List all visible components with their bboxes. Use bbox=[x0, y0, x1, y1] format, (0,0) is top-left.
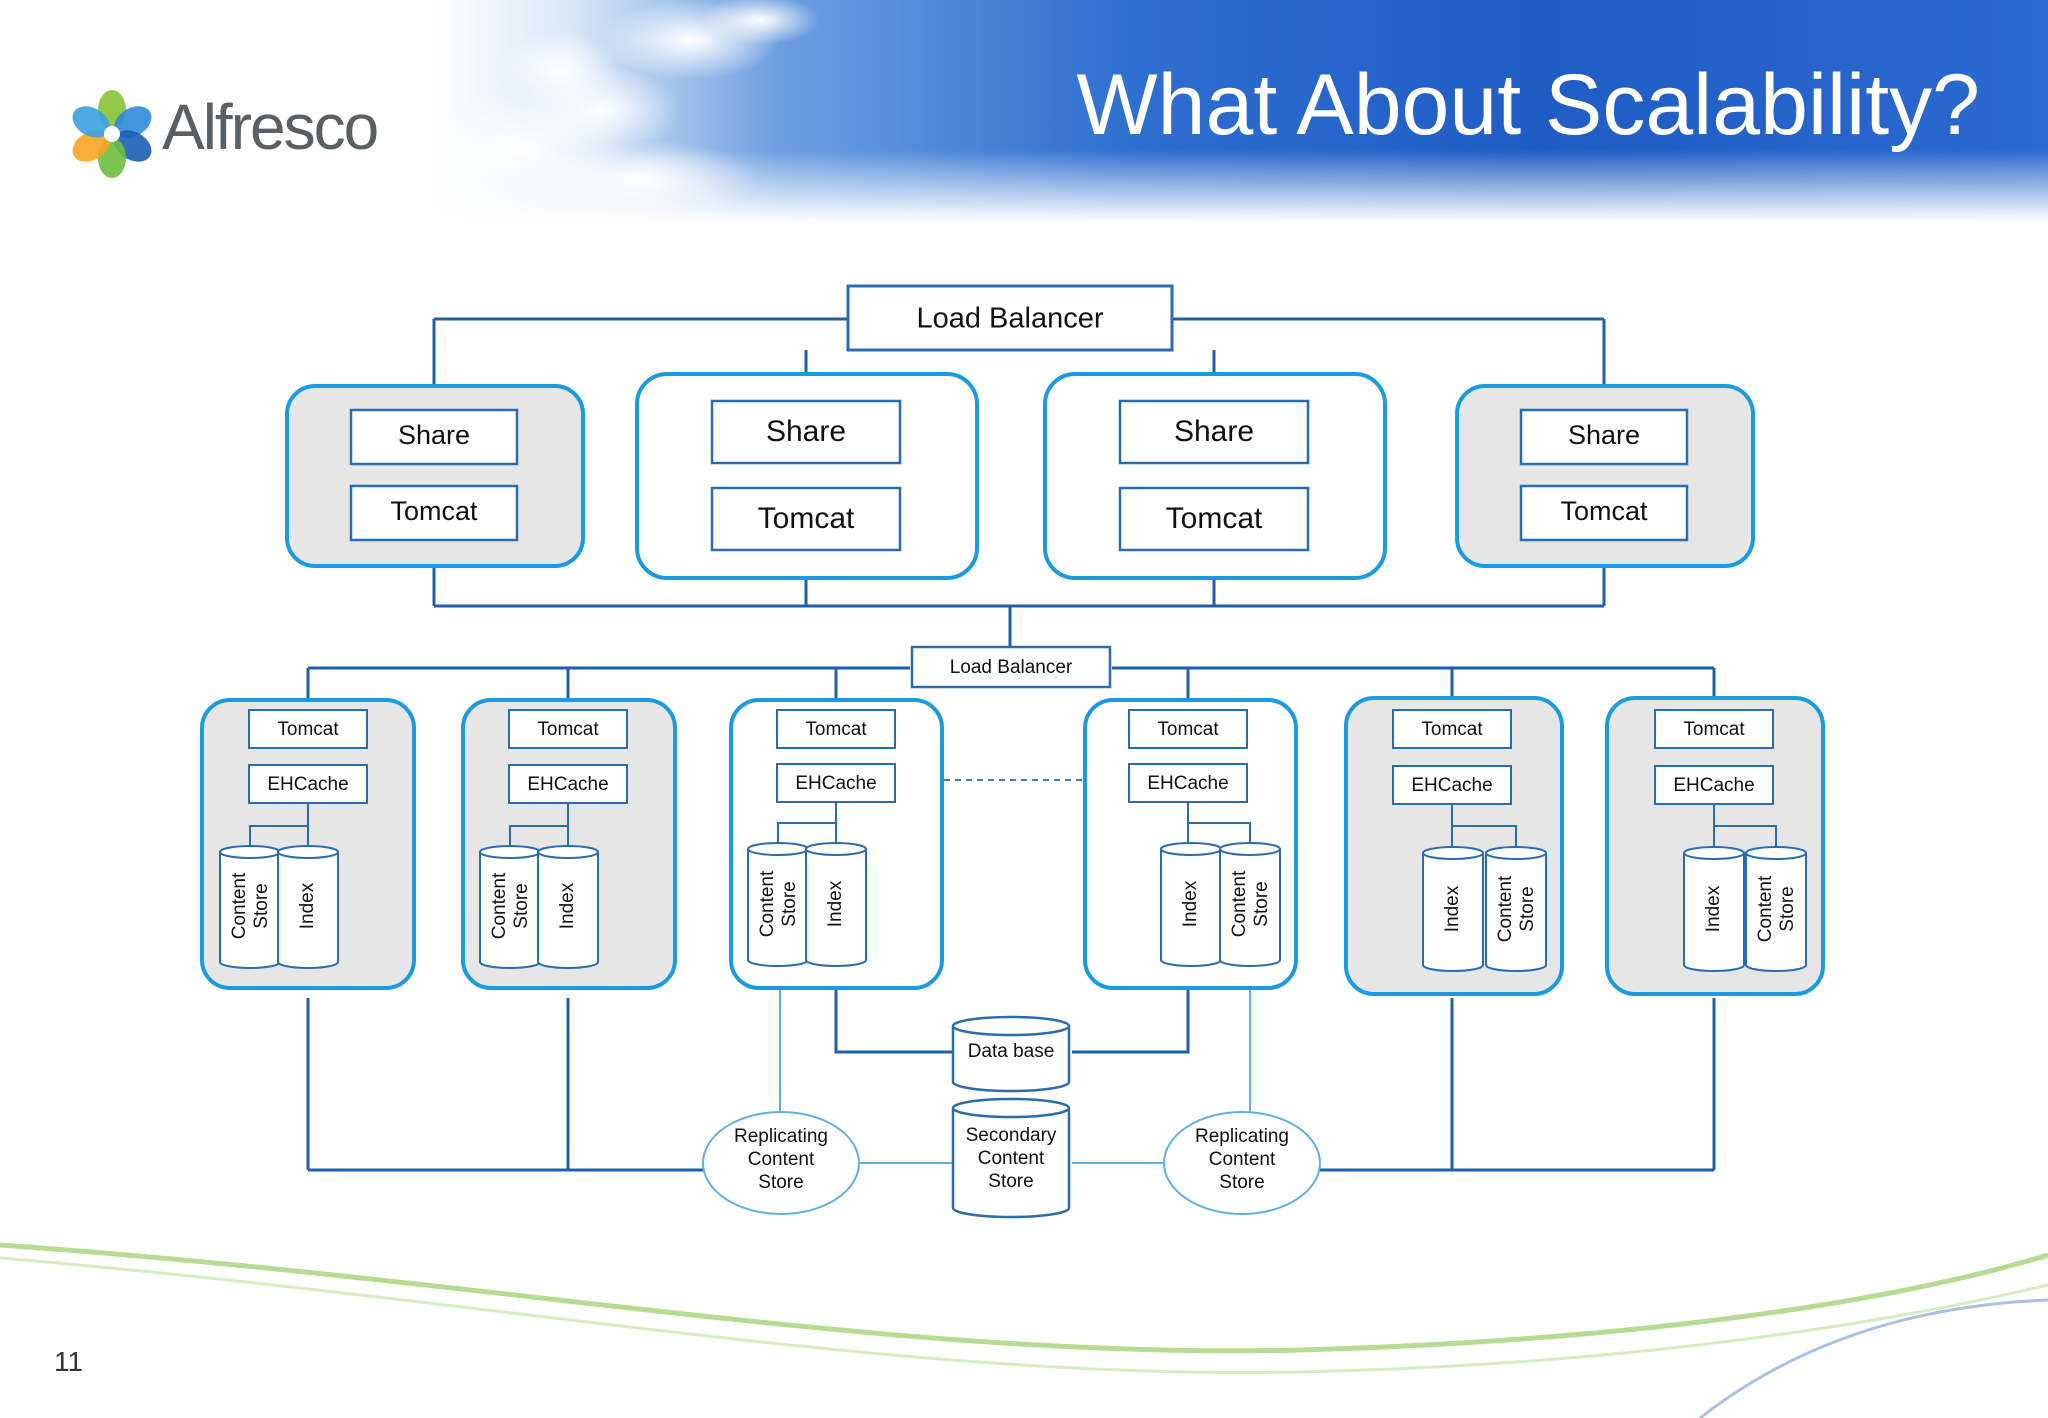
svg-text:Tomcat: Tomcat bbox=[1157, 719, 1219, 740]
svg-text:Tomcat: Tomcat bbox=[537, 719, 599, 740]
svg-text:ContentStore: ContentStore bbox=[489, 872, 532, 939]
svg-text:Index: Index bbox=[825, 880, 846, 927]
database-cylinder: Data base bbox=[951, 1015, 1071, 1093]
svg-text:Data base: Data base bbox=[968, 1041, 1055, 1062]
repo-node-2: Tomcat EHCache ContentStore Index bbox=[461, 698, 677, 990]
replication-lines bbox=[779, 966, 1251, 1164]
svg-text:Tomcat: Tomcat bbox=[758, 502, 855, 535]
svg-text:Content: Content bbox=[748, 1149, 815, 1170]
share-node-1: Share Tomcat bbox=[285, 384, 585, 568]
repo-node-3: Tomcat EHCache ContentStore Index bbox=[729, 698, 944, 990]
svg-text:Load Balancer: Load Balancer bbox=[916, 303, 1103, 335]
slide-title: What About Scalability? bbox=[1076, 57, 1980, 153]
svg-text:Tomcat: Tomcat bbox=[805, 719, 867, 740]
mid-load-balancer: Load Balancer bbox=[910, 645, 1112, 689]
decorative-swoosh bbox=[0, 1242, 2048, 1418]
svg-text:Secondary: Secondary bbox=[966, 1125, 1057, 1146]
share-node-2: Share Tomcat bbox=[635, 372, 979, 580]
svg-text:Share: Share bbox=[766, 415, 846, 448]
svg-text:Store: Store bbox=[758, 1172, 803, 1193]
alfresco-logo: Alfresco bbox=[66, 88, 411, 188]
svg-text:Index: Index bbox=[1180, 880, 1201, 927]
svg-text:EHCache: EHCache bbox=[795, 773, 876, 794]
logo-text: Alfresco bbox=[162, 91, 379, 163]
top-load-balancer: Load Balancer bbox=[846, 284, 1174, 352]
svg-text:Tomcat: Tomcat bbox=[277, 719, 339, 740]
svg-text:ContentStore: ContentStore bbox=[757, 870, 800, 937]
svg-text:Index: Index bbox=[297, 882, 318, 929]
svg-text:EHCache: EHCache bbox=[1673, 775, 1754, 796]
share-node-4: Share Tomcat bbox=[1455, 384, 1755, 568]
svg-text:Index: Index bbox=[557, 882, 578, 929]
slide-header: What About Scalability? bbox=[0, 0, 2048, 222]
svg-text:Store: Store bbox=[1219, 1172, 1264, 1193]
svg-text:Share: Share bbox=[1568, 420, 1640, 450]
connector-lines bbox=[306, 317, 1716, 1172]
svg-text:ContentStore: ContentStore bbox=[1229, 870, 1272, 937]
svg-text:EHCache: EHCache bbox=[1147, 773, 1228, 794]
svg-text:Share: Share bbox=[1174, 415, 1254, 448]
repo-node-5: Tomcat EHCache Index ContentStore bbox=[1344, 696, 1564, 996]
repo-node-6: Tomcat EHCache Index ContentStore bbox=[1605, 696, 1825, 996]
svg-text:Share: Share bbox=[398, 420, 470, 450]
svg-text:Tomcat: Tomcat bbox=[1166, 502, 1263, 535]
svg-text:ContentStore: ContentStore bbox=[229, 872, 272, 939]
svg-text:EHCache: EHCache bbox=[267, 774, 348, 795]
svg-text:Index: Index bbox=[1703, 885, 1724, 932]
svg-text:Content: Content bbox=[978, 1148, 1045, 1169]
svg-text:Index: Index bbox=[1442, 885, 1463, 932]
replicating-content-store-left: Replicating Content Store bbox=[702, 1111, 860, 1215]
svg-text:Tomcat: Tomcat bbox=[1683, 719, 1745, 740]
svg-text:Content: Content bbox=[1209, 1149, 1276, 1170]
secondary-content-store: Secondary Content Store bbox=[951, 1097, 1071, 1219]
svg-text:Tomcat: Tomcat bbox=[390, 496, 478, 526]
svg-text:Replicating: Replicating bbox=[1195, 1126, 1289, 1147]
repo-node-1: Tomcat EHCache ContentStore Index bbox=[200, 698, 416, 990]
alfresco-flower-icon bbox=[72, 90, 152, 178]
svg-text:EHCache: EHCache bbox=[1411, 775, 1492, 796]
svg-text:Load Balancer: Load Balancer bbox=[950, 657, 1073, 678]
replicating-content-store-right: Replicating Content Store bbox=[1163, 1111, 1321, 1215]
repo-node-4: Tomcat EHCache Index ContentStore bbox=[1083, 698, 1298, 990]
svg-text:Tomcat: Tomcat bbox=[1421, 719, 1483, 740]
svg-text:Store: Store bbox=[988, 1171, 1033, 1192]
svg-text:Replicating: Replicating bbox=[734, 1126, 828, 1147]
share-node-3: Share Tomcat bbox=[1043, 372, 1387, 580]
slide-number: 11 bbox=[54, 1346, 84, 1377]
svg-text:ContentStore: ContentStore bbox=[1755, 875, 1798, 942]
svg-text:EHCache: EHCache bbox=[527, 774, 608, 795]
svg-text:Tomcat: Tomcat bbox=[1560, 496, 1648, 526]
svg-text:ContentStore: ContentStore bbox=[1495, 875, 1538, 942]
